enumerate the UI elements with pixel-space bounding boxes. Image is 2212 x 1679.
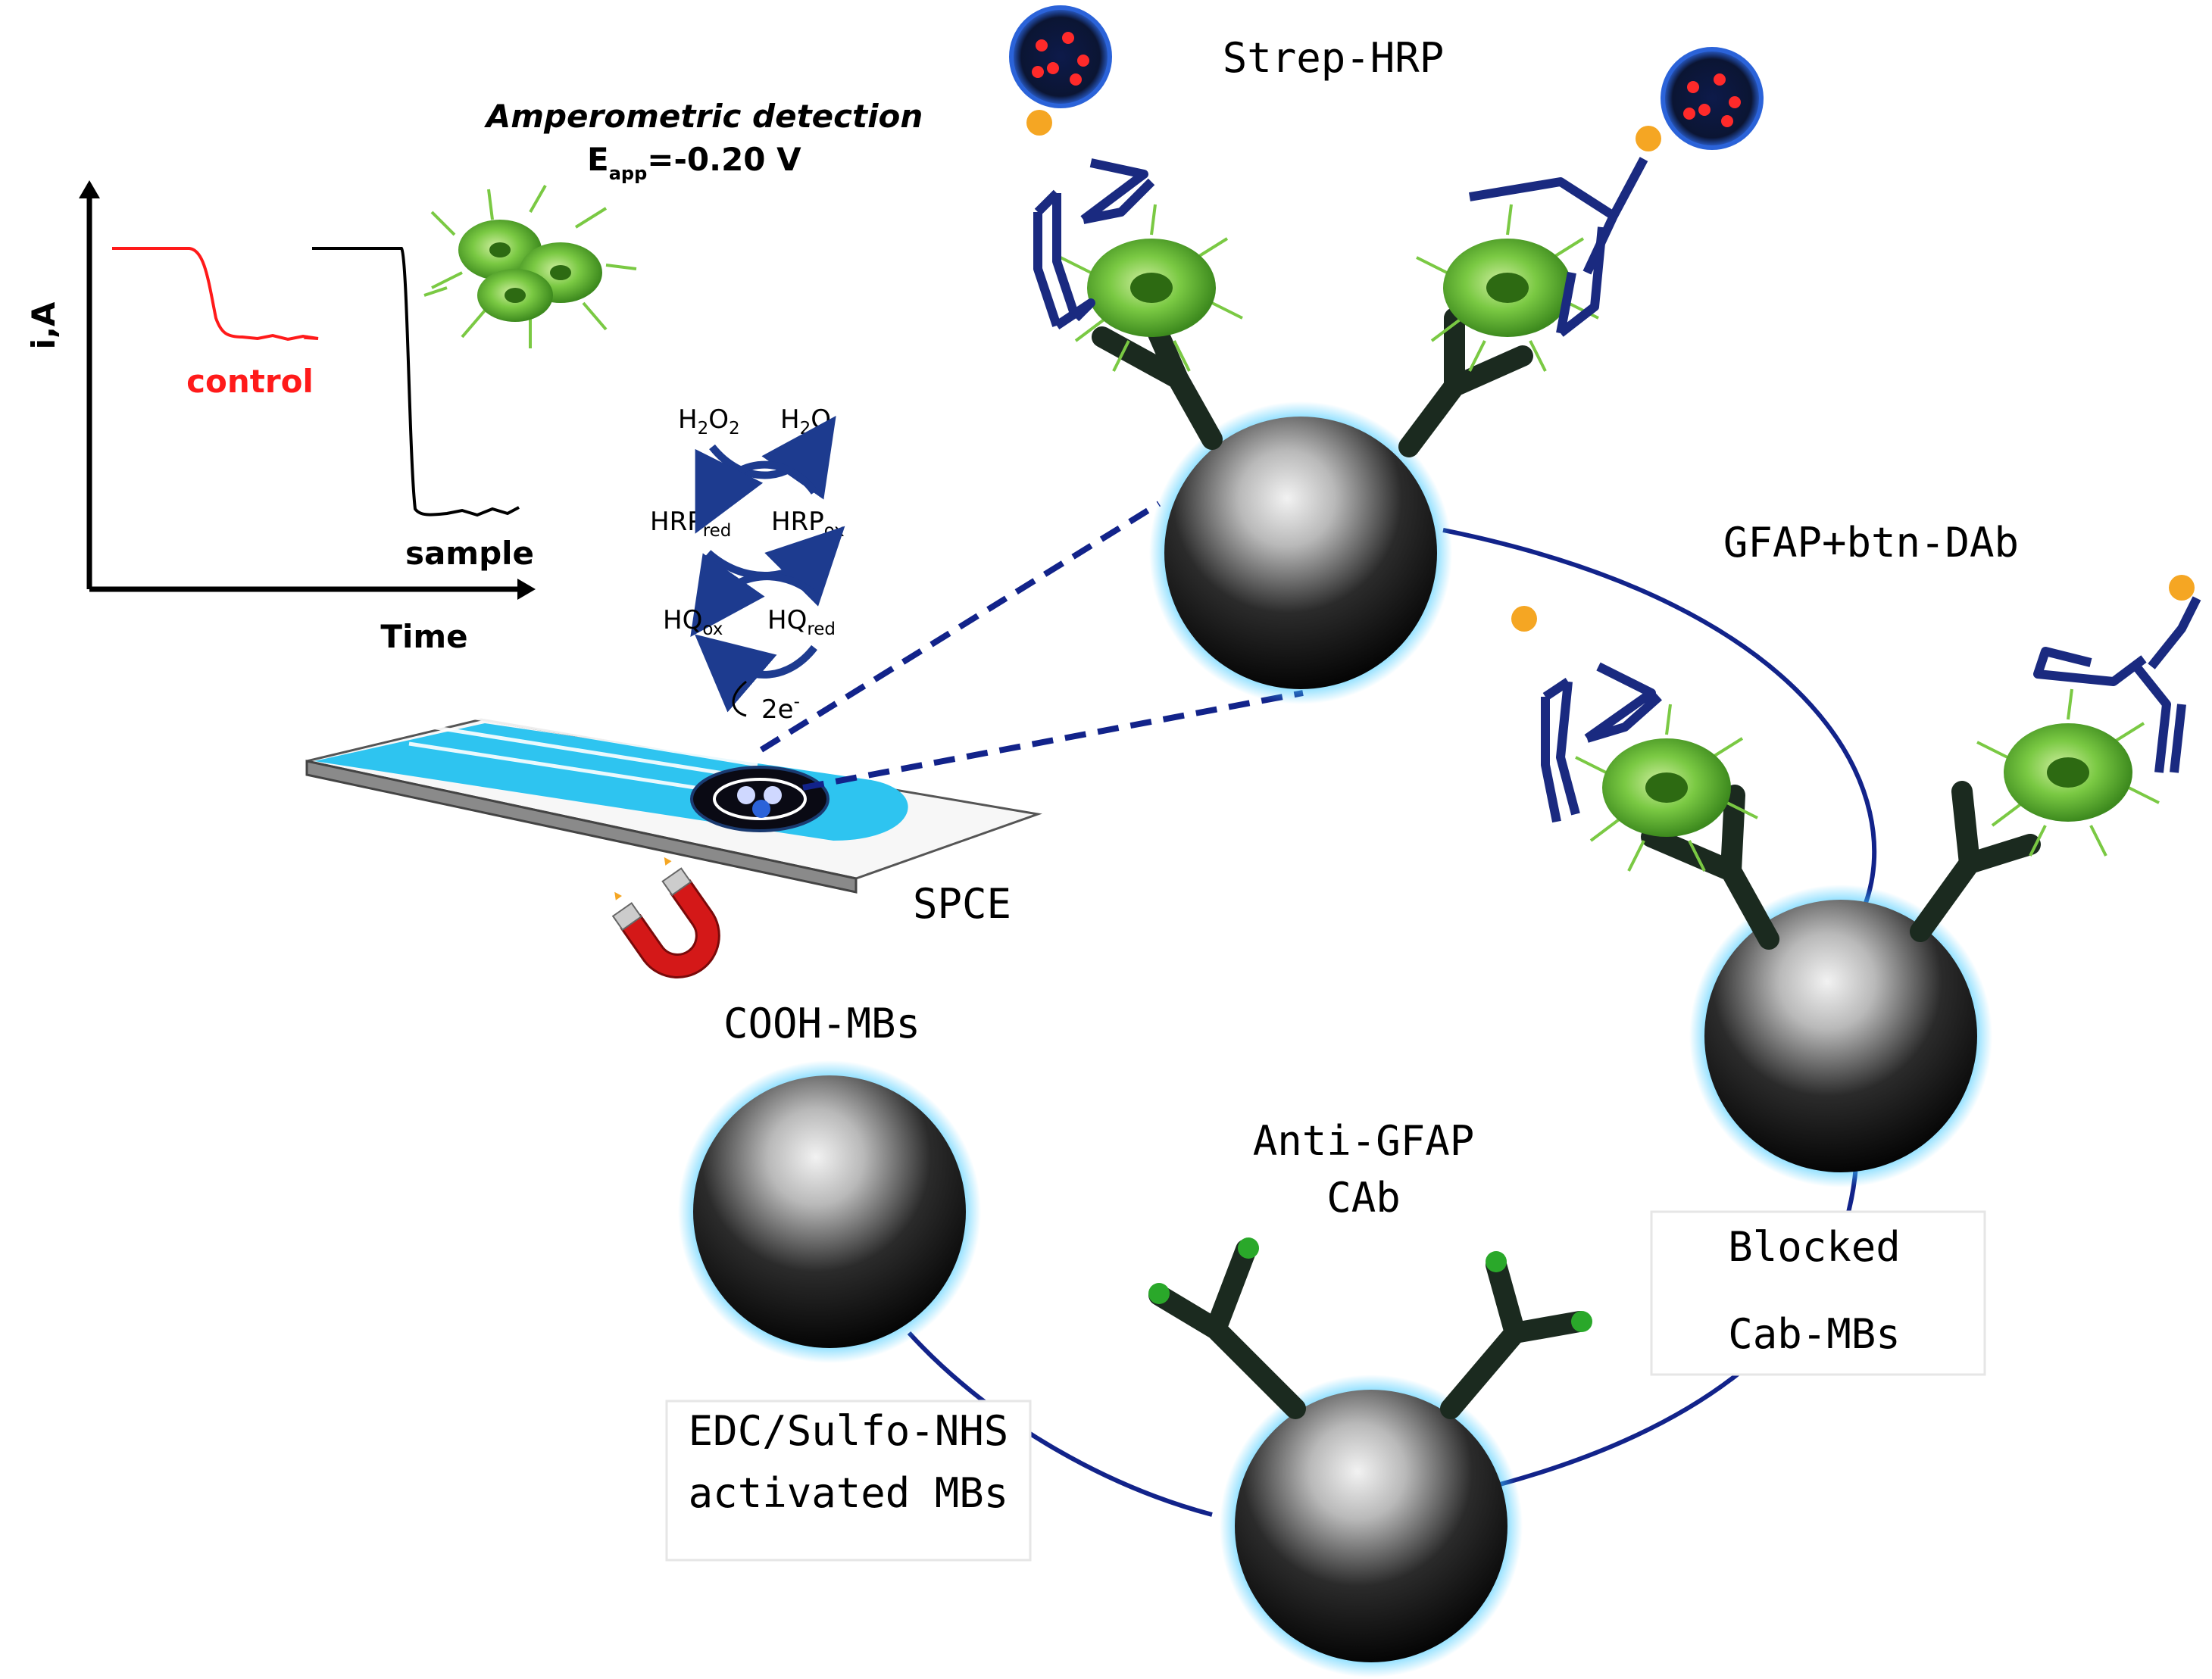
bead-cooh — [678, 1060, 981, 1363]
hrp-red-label: HRPred — [650, 507, 731, 541]
zoom-line-bottom — [802, 690, 1304, 791]
cycle-arrow-5 — [695, 634, 817, 713]
x-axis-label: Time — [380, 618, 467, 655]
bead-detection — [1149, 401, 1452, 704]
reaction-cycle: H2O2 H2O HRPred HRPox HQox HQred 2e- — [650, 404, 845, 725]
spce-label: SPCE — [913, 880, 1011, 928]
sample-label: sample — [405, 535, 534, 572]
edc-label-line1: EDC/Sulfo-NHS — [689, 1407, 1009, 1455]
cycle-arrow-2 — [695, 448, 818, 534]
anti-gfap-label: Anti-GFAP — [1253, 1117, 1475, 1165]
edc-label-box — [665, 1400, 1032, 1562]
blocked-label-box — [1650, 1210, 1986, 1376]
y-axis-label: i,A — [25, 301, 62, 349]
amperometric-graph: i,A Time control sample — [25, 180, 536, 655]
h2o2-label: H2O2 — [678, 404, 740, 438]
capture-antibodies — [1092, 307, 2041, 1419]
h2o-label: H2O — [780, 404, 831, 438]
electron-label: 2e- — [761, 692, 800, 725]
detection-title: Amperometric detection — [484, 98, 923, 135]
cooh-mbs-label: COOH-MBs — [723, 1000, 920, 1047]
hq-red-label: HQred — [767, 605, 836, 639]
control-curve — [112, 247, 319, 342]
blocked-label-line2: Cab-MBs — [1728, 1310, 1901, 1358]
gfap-btn-dab-label: GFAP+btn-DAb — [1723, 519, 2019, 566]
cycle-arrow-3 — [705, 526, 845, 607]
working-electrode — [690, 766, 830, 832]
hrp-ox-label: HRPox — [771, 507, 845, 541]
biotin-markers — [1026, 110, 2195, 632]
screen-printed-electrode: SPCE — [305, 713, 1042, 928]
sample-curve — [312, 247, 520, 517]
bead-gfap — [1689, 885, 1992, 1187]
cab-label: CAb — [1326, 1174, 1401, 1222]
antibody-tips — [1148, 1237, 1592, 1332]
cycle-arrow-4 — [690, 553, 821, 637]
eapp-text: Eapp=-0.20 V — [587, 141, 801, 184]
assembly-path-arc — [1442, 528, 1877, 910]
gfap-cells — [1060, 204, 2160, 872]
magnet-icon — [611, 857, 720, 978]
strep-hrp-label: Strep-HRP — [1223, 34, 1445, 82]
hq-ox-label: HQox — [663, 605, 723, 639]
y-axis-arrow — [79, 180, 100, 198]
edc-label-line2: activated MBs — [689, 1469, 1009, 1517]
x-axis-arrow — [517, 579, 536, 600]
control-label: control — [186, 363, 314, 400]
strep-hrp-spheres — [1009, 5, 1764, 150]
bead-cab — [1220, 1375, 1523, 1677]
electron-arrow — [732, 680, 747, 717]
detection-antibodies — [1033, 157, 2201, 823]
assembly-path-arc-3 — [907, 1331, 1213, 1517]
cell-cluster-icon — [423, 185, 637, 348]
electrode-edge — [305, 760, 858, 894]
zoom-line-top — [759, 501, 1161, 753]
blocked-label-line1: Blocked — [1728, 1223, 1901, 1271]
